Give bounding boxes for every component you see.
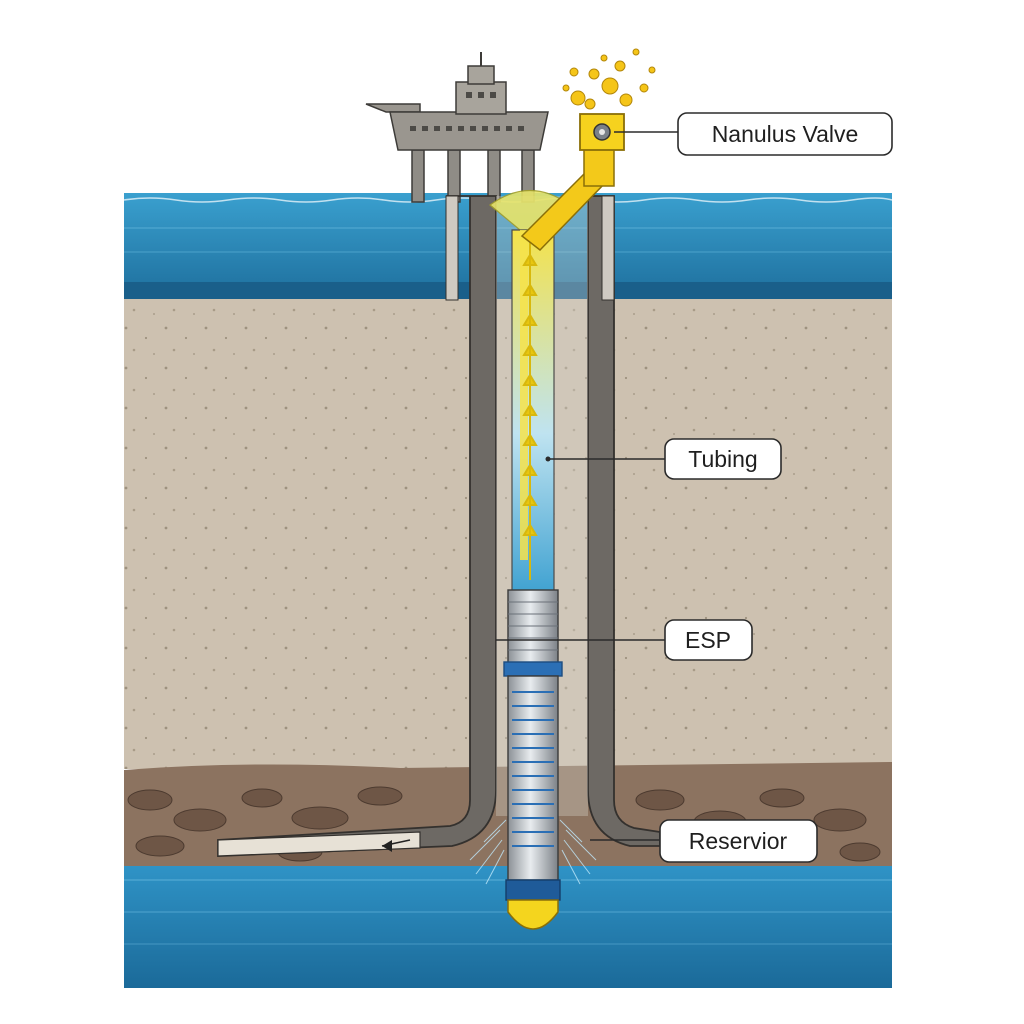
leader-lines: [496, 131, 678, 841]
tubing: [489, 189, 571, 601]
esp-pump: [503, 589, 563, 930]
label-esp: ESP: [664, 619, 753, 661]
oil-droplets: [562, 48, 656, 110]
esp-label-text: ESP: [685, 627, 731, 653]
valve-label-text: Nanulus Valve: [712, 121, 859, 147]
label-tubing: Tubing: [664, 438, 782, 480]
reservoir-label-text: Reservior: [689, 828, 788, 854]
label-valve: Nanulus Valve: [677, 112, 893, 156]
offshore-platform: [365, 52, 549, 203]
label-reservoir: Reservior: [659, 819, 818, 863]
tubing-label-text: Tubing: [688, 446, 757, 472]
annulus-valve: [520, 113, 625, 252]
well-casing: [217, 195, 661, 857]
